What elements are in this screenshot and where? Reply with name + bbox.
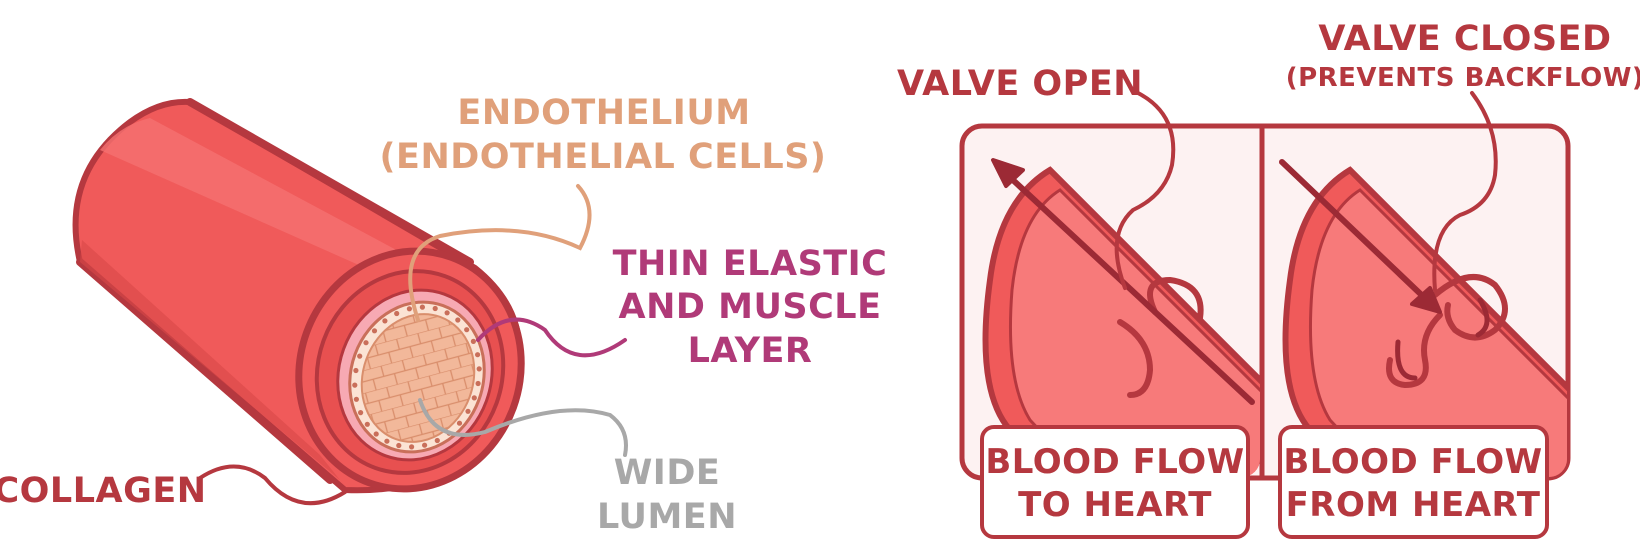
endothelial-cell-nucleus xyxy=(464,327,470,333)
backflow-swirl-upper xyxy=(1475,297,1490,338)
endothelial-cell-nucleus xyxy=(444,310,450,316)
endothelial-cell-nucleus xyxy=(396,442,402,449)
endothelial-cell-nucleus xyxy=(382,318,388,324)
endothelial-cell-nucleus xyxy=(406,306,412,312)
vein-tube-highlight xyxy=(100,118,430,270)
endothelial-cell-nucleus xyxy=(434,437,440,444)
valve-open-leader-line xyxy=(1114,91,1176,290)
endothelial-cell-nucleus xyxy=(357,353,363,359)
caption-box-from-heart xyxy=(1278,425,1549,539)
valve-flap-upper-open xyxy=(1147,276,1204,321)
endothelial-cell-nucleus xyxy=(352,382,358,388)
arrow-head-icon xyxy=(991,158,1025,188)
caption-to-heart-line1: BLOOD FLOW xyxy=(985,442,1244,482)
caption-box-to-heart xyxy=(980,425,1250,539)
backflow-swirl-lower xyxy=(1395,339,1418,381)
collagen-leader-line xyxy=(198,464,347,506)
endothelial-cell-nucleus xyxy=(353,396,359,402)
endothelial-cell-nucleus xyxy=(456,420,463,426)
arrow-head-icon xyxy=(1410,286,1442,314)
valve-closed-leader-line xyxy=(1432,91,1498,292)
caption-from-heart-line2: FROM HEART xyxy=(1286,485,1541,525)
lumen-leader-line xyxy=(418,398,628,457)
vein-tube-bottom-edge xyxy=(76,258,334,484)
lumen xyxy=(360,313,476,443)
endothelial-cell-nucleus xyxy=(384,438,390,444)
valve-flap-lower-closed xyxy=(1386,312,1443,389)
endothelial-cell-nucleus xyxy=(363,340,369,346)
lumen-label-line2: LUMEN xyxy=(597,497,737,537)
endothelium-leader-line xyxy=(408,184,592,322)
endothelial-cell-nucleus xyxy=(353,367,359,374)
caption-to-heart-line2: TO HEART xyxy=(1018,485,1212,525)
layer-label-line2: AND MUSCLE xyxy=(619,287,882,327)
endothelial-cell-nucleus xyxy=(471,395,477,401)
endothelial-cell-nucleus xyxy=(409,444,415,450)
endothelial-cell-nucleus xyxy=(419,304,425,310)
endothelial-cell-nucleus xyxy=(373,431,379,437)
flow-arrow-from-heart xyxy=(1279,159,1433,306)
layer-label-line1: THIN ELASTIC xyxy=(613,244,888,284)
valve-closed-label-line2: (PREVENTS BACKFLOW) xyxy=(1286,63,1640,93)
endothelial-cell-nucleus xyxy=(475,352,481,358)
endothelial-cell-nucleus xyxy=(455,317,461,323)
valve-flap-upper-closed xyxy=(1432,274,1508,341)
layer-label-line3: LAYER xyxy=(688,331,813,371)
endothelial-cell-nucleus xyxy=(432,305,438,312)
valve-panels: BLOOD FLOW TO HEART BLOOD FLOW FROM HEAR… xyxy=(959,123,1571,539)
endothelial-cell-nucleus xyxy=(465,408,471,414)
endothelial-cell-nucleus xyxy=(476,366,482,372)
endothelial-cell-nucleus xyxy=(364,421,370,427)
vein-tube-shadow xyxy=(80,240,340,480)
endothelial-cell-nucleus xyxy=(358,410,364,416)
layer-leader-line xyxy=(476,317,627,358)
vein-cross-section xyxy=(72,98,525,494)
endothelium-label-line2: (ENDOTHELIAL CELLS) xyxy=(380,137,827,177)
endothelial-cell-nucleus xyxy=(422,442,428,448)
valve-open-label: VALVE OPEN xyxy=(897,64,1143,104)
vein-tube-top-edge xyxy=(186,98,474,266)
endothelial-cell-nucleus xyxy=(394,310,400,317)
collagen-label: COLLAGEN xyxy=(0,471,207,511)
caption-from-heart-line1: BLOOD FLOW xyxy=(1283,442,1542,482)
endothelium-label-line1: ENDOTHELIUM xyxy=(457,93,750,133)
endothelial-cell-nucleus xyxy=(475,380,481,387)
lumen-label-line1: WIDE xyxy=(614,453,721,493)
endothelial-cell-nucleus xyxy=(470,338,476,344)
valve-closed-label-line1: VALVE CLOSED xyxy=(1318,19,1611,59)
valve-flap-lower-open xyxy=(1117,319,1154,398)
endothelial-cell-nucleus xyxy=(371,328,378,334)
